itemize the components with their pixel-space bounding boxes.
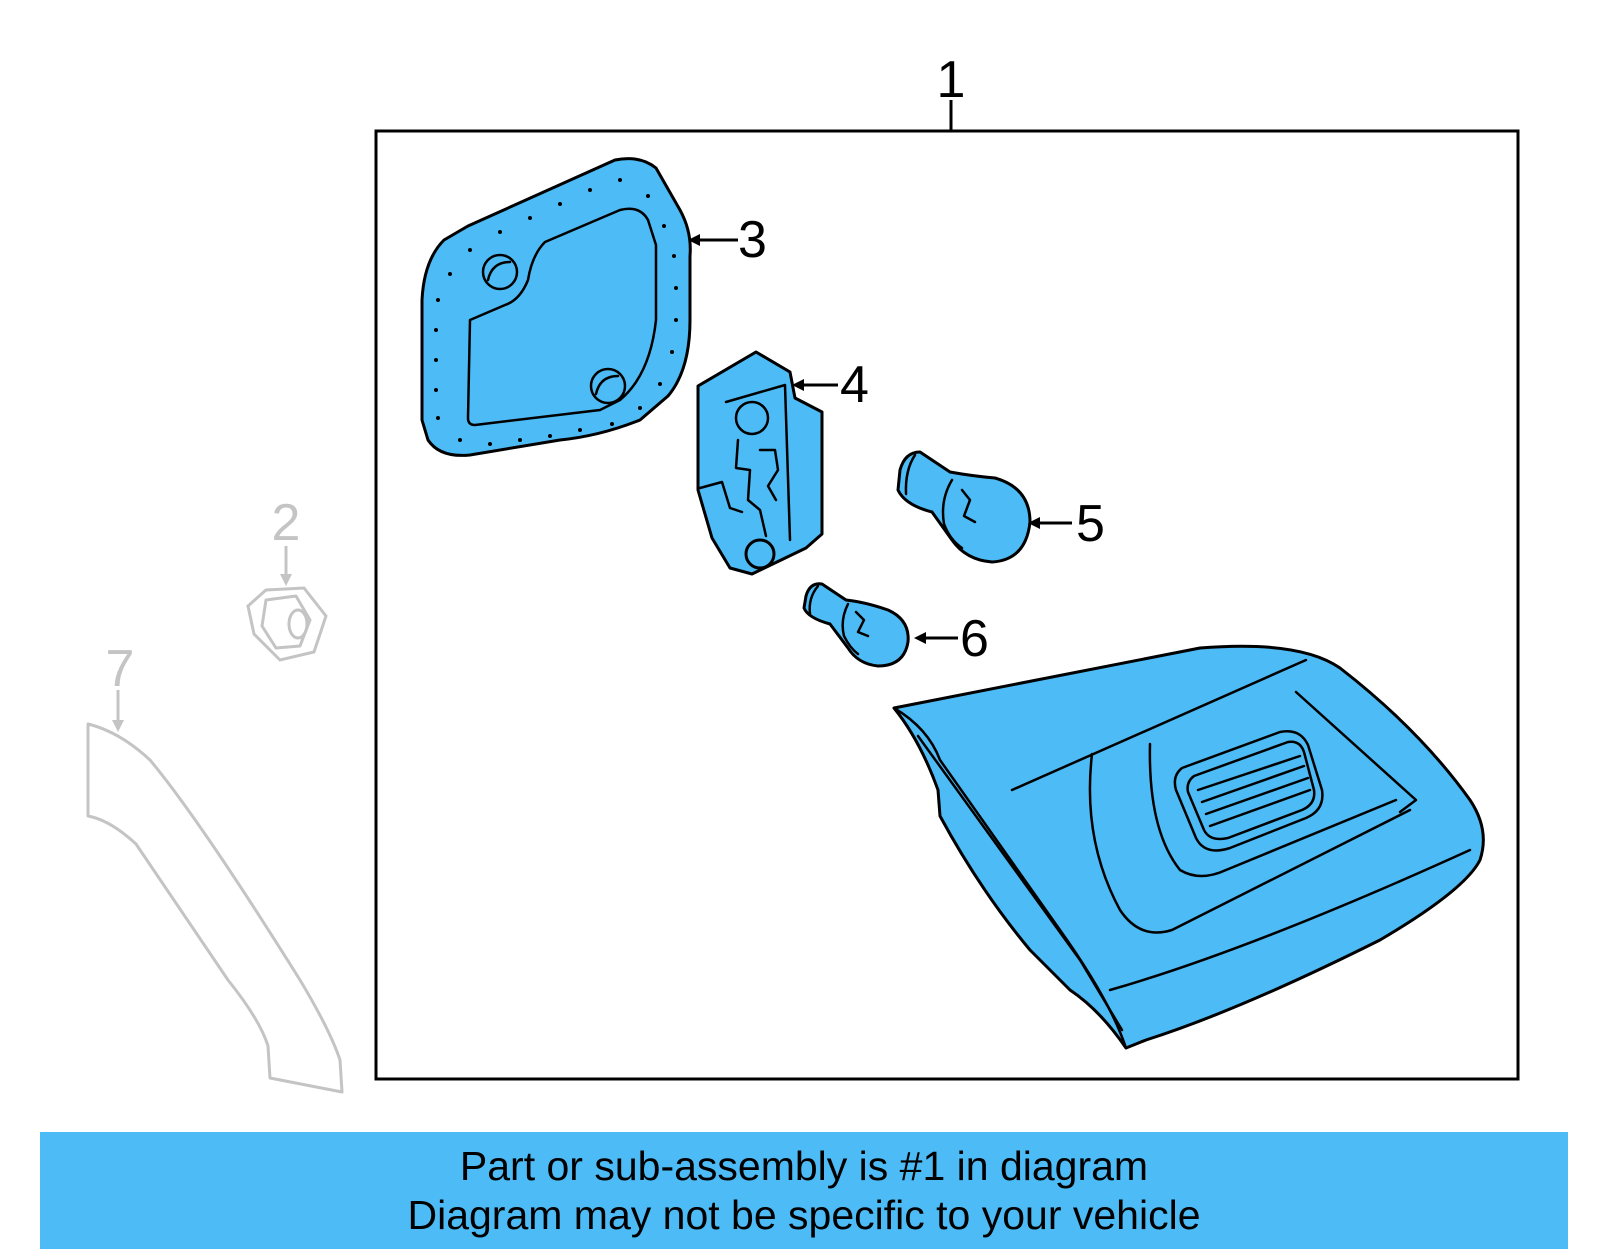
callout-5-label: 5 [1076, 495, 1105, 553]
callout-3-arrowhead [688, 234, 700, 246]
callout-2-label: 2 [272, 494, 301, 552]
callout-6-arrowhead [914, 632, 926, 644]
callout-2-arrowhead [280, 574, 292, 586]
callout-4-label: 4 [840, 356, 869, 414]
callout-6-label: 6 [960, 610, 989, 668]
tail-lamp-housing[interactable] [892, 644, 1485, 1050]
callout-4-arrowhead [792, 379, 804, 391]
gasket-part-3[interactable] [420, 157, 692, 457]
disclaimer-banner: Part or sub-assembly is #1 in diagram Di… [40, 1132, 1568, 1249]
callout-7-arrowhead [112, 720, 124, 732]
callout-5-arrowhead [1028, 517, 1040, 529]
trim-part-7[interactable] [86, 722, 344, 1094]
callout-3-label: 3 [738, 211, 767, 269]
disclaimer-line-2: Diagram may not be specific to your vehi… [407, 1192, 1201, 1238]
gasket-bolt-holes [434, 178, 678, 446]
nut-part-2[interactable] [246, 586, 328, 662]
bulb-part-6[interactable] [802, 582, 910, 668]
disclaimer-line-1: Part or sub-assembly is #1 in diagram [459, 1143, 1149, 1189]
callout-7-label: 7 [106, 640, 135, 698]
callout-1-label: 1 [937, 51, 966, 109]
bulb-socket-part-4[interactable] [696, 350, 824, 576]
